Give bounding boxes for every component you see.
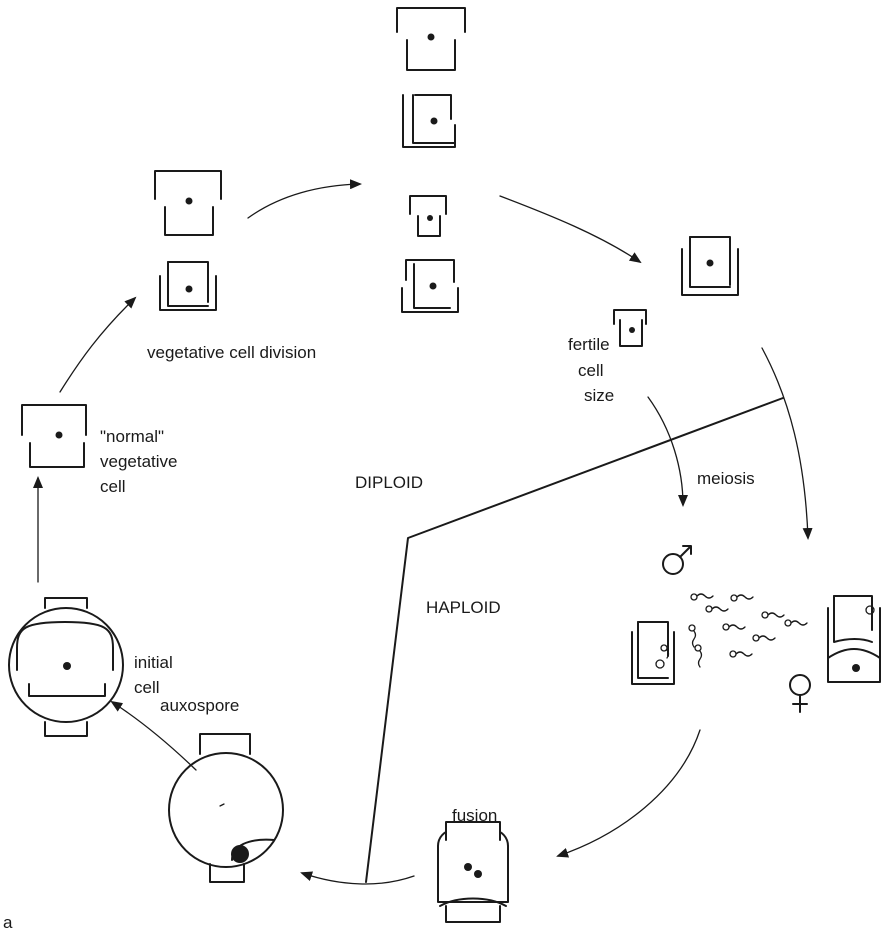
label-fertile: fertile [568,335,610,354]
sperm-cell-icon [730,594,754,602]
vegetative-cell-division-upper [154,170,222,236]
female-symbol-icon [789,674,811,713]
arrow-to-auxospore [300,871,415,885]
male-symbol-icon [662,545,692,575]
normal-vegetative-cell [21,404,87,468]
label-fusion: fusion [452,806,497,825]
sperm-cell-icon [729,650,753,658]
sperm-cell-icon [705,605,729,613]
vegetative-cell-division-lower [159,261,217,311]
male-gametangium-cell [631,621,675,685]
fusion-zygote-cell [437,821,509,923]
label-initial: initial [134,653,173,672]
arrow-top-right [499,195,642,264]
arrow-top-left [247,179,362,219]
label-vegetative-cell-division: vegetative cell division [147,343,316,362]
vegetative-cell-top-4 [401,259,459,313]
ploidy-boundary-line [365,397,784,883]
label-cell-fertile: cell [578,361,604,380]
sperm-cell-icon [761,611,785,619]
sperm-cells [660,593,808,668]
sperm-cell-icon [784,619,808,627]
label-size: size [584,386,614,405]
label-diploid: DIPLOID [355,473,423,492]
sperm-cell-icon [688,624,697,648]
fertile-size-cell [613,309,647,347]
label-panel-a: a [3,913,13,932]
label-auxospore: auxospore [160,696,239,715]
initial-cell-auxospore [8,597,124,737]
arrow-right-down [761,347,813,540]
sperm-cell-icon [752,634,776,642]
label-meiosis: meiosis [697,469,755,488]
label-cell-normal: cell [100,477,126,496]
sperm-cell-icon [722,623,746,631]
arrow-meiosis [647,396,688,507]
label-haploid: HAPLOID [426,598,501,617]
female-gametangium-cell [827,595,881,683]
arrow-up-left-upper [59,296,137,393]
vegetative-cell-top-1 [396,7,466,71]
arrow-to-initial-cell [110,700,197,771]
vegetative-cell-right [681,236,739,296]
vegetative-cell-top-3 [409,195,447,237]
sperm-cell-icon [694,644,703,668]
sperm-cell-icon [660,644,670,659]
auxospore-cell [168,733,284,883]
sperm-cell-icon [690,593,714,601]
label-vegetative: vegetative [100,452,178,471]
arrow-to-fusion [556,729,701,858]
label-cell-initial: cell [134,678,160,697]
label-normal: "normal" [100,427,164,446]
vegetative-cell-top-2 [402,94,456,148]
